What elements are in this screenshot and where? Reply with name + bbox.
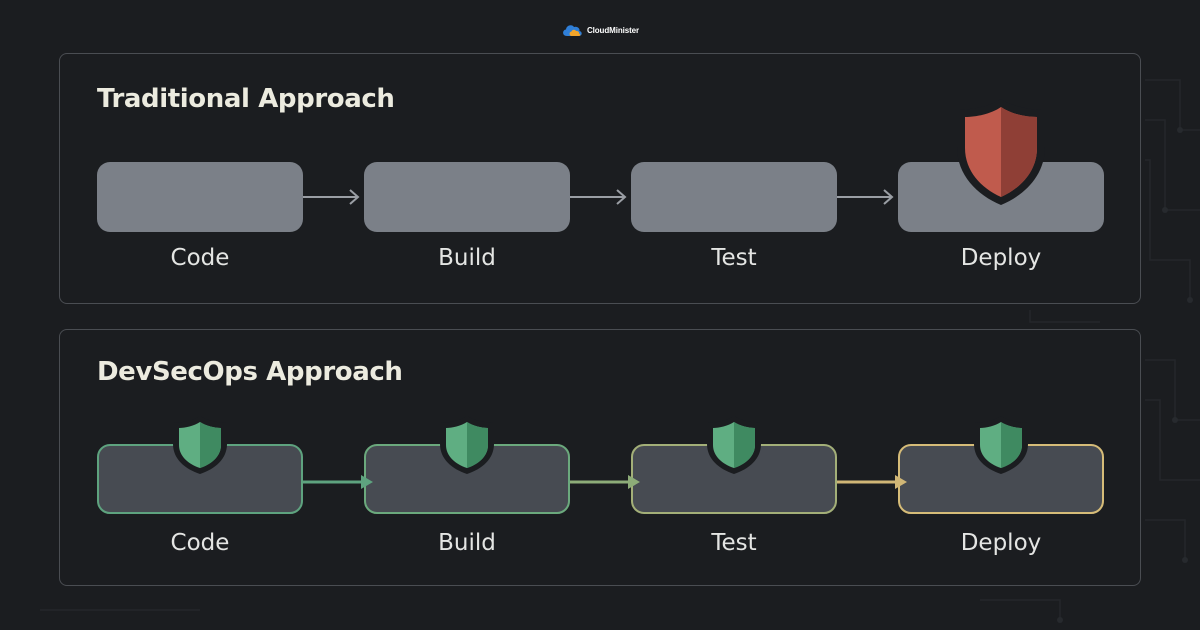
security-shield-icon (707, 416, 761, 474)
traditional-approach-title: Traditional Approach (97, 84, 395, 114)
cloud-logo-icon (563, 25, 582, 36)
stage-label: Test (711, 530, 757, 556)
brand-name: CloudMinister (586, 25, 640, 35)
stage-label: Code (170, 530, 230, 556)
stage-label: Test (711, 245, 757, 271)
security-shield-icon (974, 416, 1028, 474)
stage-label: Deploy (960, 530, 1042, 556)
traditional-arrow-build-test (570, 189, 627, 205)
security-shield-icon (957, 99, 1045, 205)
stage-label: Code (170, 245, 230, 271)
stage-label: Build (438, 530, 496, 556)
traditional-stage-build (364, 162, 570, 232)
security-shield-icon (440, 416, 494, 474)
devsecops-approach-title: DevSecOps Approach (97, 357, 403, 387)
stage-label: Deploy (960, 245, 1042, 271)
security-shield-icon (173, 416, 227, 474)
brand-logo: CloudMinister (0, 22, 1200, 38)
devsecops-arrow-test-deploy (837, 475, 907, 489)
devsecops-arrow-build-test (570, 475, 640, 489)
traditional-approach-panel: Traditional Approach Code Build Test Dep… (59, 53, 1141, 304)
devsecops-arrow-code-build (303, 475, 373, 489)
stage-label: Build (438, 245, 496, 271)
devsecops-approach-panel: DevSecOps Approach Code Build Test Deplo… (59, 329, 1141, 586)
traditional-arrow-code-build (303, 189, 360, 205)
traditional-arrow-test-deploy (837, 189, 894, 205)
traditional-stage-code (97, 162, 303, 232)
traditional-stage-test (631, 162, 837, 232)
